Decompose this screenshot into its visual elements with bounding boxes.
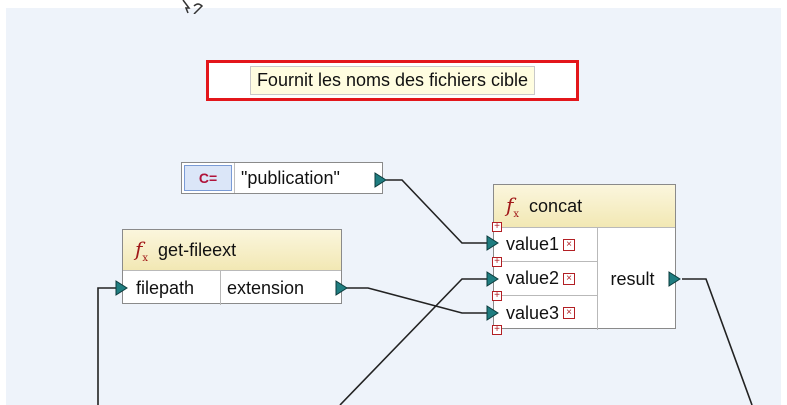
connector-triangle-icon[interactable] [668,271,682,287]
fx-icon: fx [506,192,520,220]
function-header[interactable]: fx get-fileext [123,230,341,271]
function-title: get-fileext [158,239,237,260]
input-value1[interactable]: value1 × [494,228,597,262]
input-value2[interactable]: value2 × [494,262,597,296]
function-title: concat [529,195,583,216]
input-label: value3 [506,302,560,323]
output-result[interactable]: result [598,228,675,330]
remove-parameter-icon[interactable]: × [563,272,576,285]
annotation-highlight: Fournit les noms des fichiers cible [206,60,579,101]
input-filepath[interactable]: filepath [123,271,221,305]
cursor-icon [182,0,204,14]
connector-triangle-icon[interactable] [486,305,500,321]
remove-parameter-icon[interactable]: × [563,307,576,319]
connector-triangle-icon[interactable] [486,271,500,287]
wire-result-out [682,278,753,405]
fx-icon: fx [135,236,149,264]
wire-incoming-filepath [97,287,118,405]
wire-incoming-value2 [339,278,490,405]
constant-component[interactable]: C= "publication" [181,162,383,194]
connector-triangle-icon[interactable] [486,235,500,251]
annotation-text[interactable]: Fournit les noms des fichiers cible [249,66,536,95]
connector-triangle-icon[interactable] [115,280,129,296]
add-parameter-icon[interactable]: + [492,325,502,335]
wire-extension-value3 [346,287,490,314]
input-label: value2 [506,268,560,288]
input-label: value1 [506,234,560,254]
output-extension[interactable]: extension [227,277,305,298]
remove-parameter-icon[interactable]: × [563,238,576,251]
function-concat[interactable]: fx concat value1 × value2 × value3 × res… [493,184,676,330]
input-value3[interactable]: value3 × [494,296,597,330]
add-parameter-icon[interactable]: + [492,291,502,301]
connector-triangle-icon[interactable] [335,280,349,296]
function-header[interactable]: fx concat [494,185,675,228]
constant-tag: C= [184,165,232,191]
constant-value[interactable]: "publication" [234,163,382,193]
output-label: result [610,268,655,289]
add-parameter-icon[interactable]: + [492,257,502,267]
wire-constant-value1 [386,179,490,244]
add-parameter-icon[interactable]: + [492,222,502,232]
connector-triangle-icon[interactable] [374,172,388,188]
function-get-fileext[interactable]: fx get-fileext filepath extension [122,229,342,305]
